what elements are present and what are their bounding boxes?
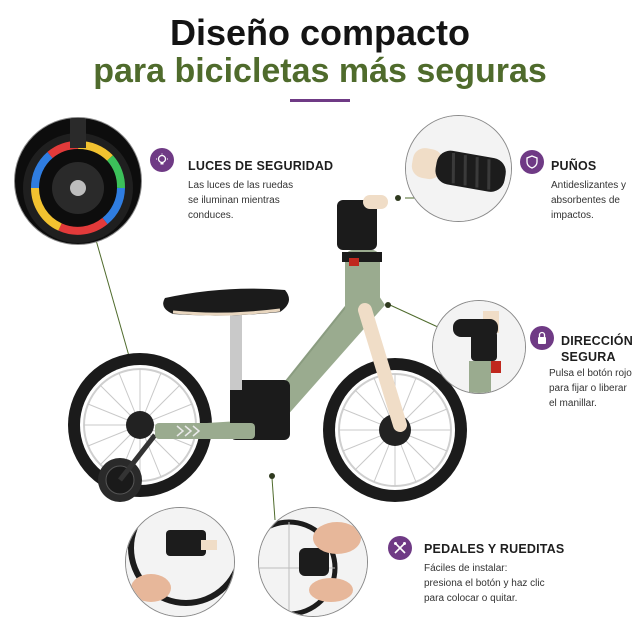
desc-line: para colocar o quitar.	[424, 593, 518, 604]
feature-title-steering: DIRECCIÓN SEGURA	[561, 333, 633, 365]
shield-icon	[520, 150, 544, 174]
feature-title-lights: LUCES DE SEGURIDAD	[188, 159, 334, 173]
desc-line: absorbentes de	[551, 195, 620, 206]
desc-line: Las luces de las ruedas	[188, 180, 294, 191]
training-wheel	[98, 433, 157, 502]
grips-detail-photo	[405, 115, 512, 222]
lightbulb-icon	[150, 148, 174, 172]
desc-line: conduces.	[188, 210, 234, 221]
feature-title-grips: PUÑOS	[551, 159, 597, 173]
feature-title-pedals: PEDALES Y RUEDITAS	[424, 542, 565, 556]
feature-desc-grips: Antideslizantes y absorbentes de impacto…	[551, 178, 637, 223]
title-line: SEGURA	[561, 350, 616, 364]
bike-frame: kidcruiser	[155, 250, 407, 440]
headline-line-1: Diseño compacto	[169, 12, 471, 53]
desc-line: Fáciles de instalar:	[424, 563, 508, 574]
pedals-detail-photo-2	[258, 507, 368, 617]
desc-line: presiona el botón y haz clic	[424, 578, 545, 589]
lights-detail-photo	[14, 117, 142, 245]
handlebar	[337, 195, 388, 266]
desc-line: impactos.	[551, 210, 594, 221]
tools-icon	[388, 536, 412, 560]
lock-icon	[530, 326, 554, 350]
desc-line: Pulsa el botón rojo	[549, 368, 632, 379]
bike-seat	[163, 288, 289, 390]
feature-desc-lights: Las luces de las ruedas se iluminan mien…	[188, 178, 328, 223]
rear-wheel	[68, 353, 212, 497]
desc-line: el manillar.	[549, 398, 597, 409]
headline-underline	[290, 99, 350, 102]
desc-line: para fijar o liberar	[549, 383, 627, 394]
feature-desc-pedals: Fáciles de instalar: presiona el botón y…	[424, 561, 624, 606]
title-line: DIRECCIÓN	[561, 334, 633, 348]
balance-bike-illustration: kidcruiser	[68, 195, 467, 502]
headline-line-2: para bicicletas más seguras	[93, 52, 547, 90]
pedals-detail-photo-1	[125, 507, 235, 617]
desc-line: Antideslizantes y	[551, 180, 627, 191]
desc-line: se iluminan mientras	[188, 195, 280, 206]
steering-detail-photo	[432, 300, 526, 394]
feature-desc-steering: Pulsa el botón rojo para fijar o liberar…	[549, 366, 639, 411]
